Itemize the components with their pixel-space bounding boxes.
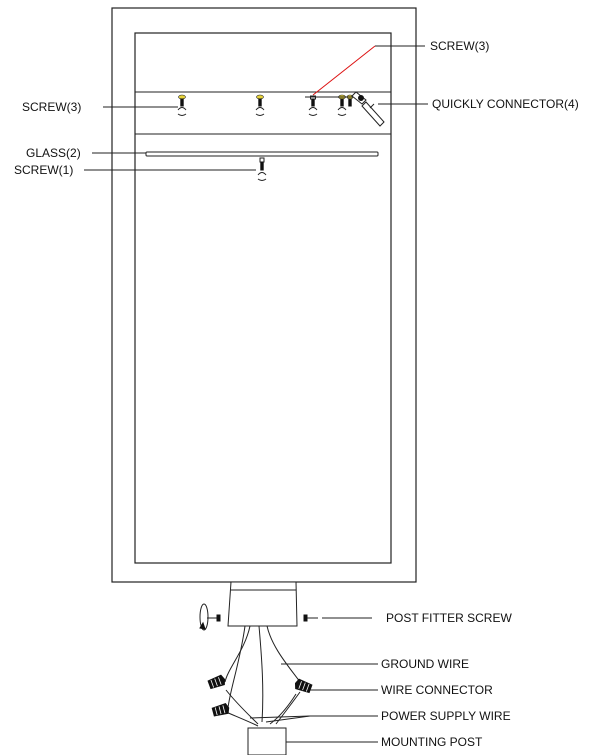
screw-icon: [207, 614, 221, 622]
rotate-arrow-icon: [199, 603, 209, 631]
label-wire-connector: WIRE CONNECTOR: [381, 683, 493, 697]
label-screw-center: SCREW(1): [14, 163, 73, 177]
label-power-supply-wire: POWER SUPPLY WIRE: [381, 709, 511, 723]
label-screw-top-right: SCREW(3): [430, 39, 489, 53]
wire-nut-icon: [207, 674, 226, 690]
post-fitter: [227, 581, 298, 627]
label-quick-connector: QUICKLY CONNECTOR(4): [432, 97, 579, 111]
label-glass: GLASS(2): [26, 146, 81, 160]
label-ground-wire: GROUND WIRE: [381, 657, 469, 671]
leader-power-supply-3: [265, 715, 311, 723]
wire-nut-icon: [211, 703, 230, 717]
label-post-fitter-screw: POST FITTER SCREW: [386, 611, 512, 625]
wires: [224, 625, 301, 727]
glass-strip: [145, 151, 379, 157]
mounting-post: [247, 727, 287, 755]
screw-icon: [255, 94, 265, 116]
quick-connector-icon: [351, 91, 385, 127]
screw-icon: [303, 614, 318, 622]
wire-nut-icon: [294, 678, 313, 694]
inner-panel: [134, 32, 392, 564]
label-screw-left: SCREW(3): [22, 100, 81, 114]
label-mounting-post: MOUNTING POST: [381, 735, 483, 749]
leader-power-supply-2: [249, 715, 311, 719]
screw-icon: [257, 157, 267, 181]
screw-icon: [177, 94, 187, 116]
leader-screw-top-right: [312, 45, 376, 96]
